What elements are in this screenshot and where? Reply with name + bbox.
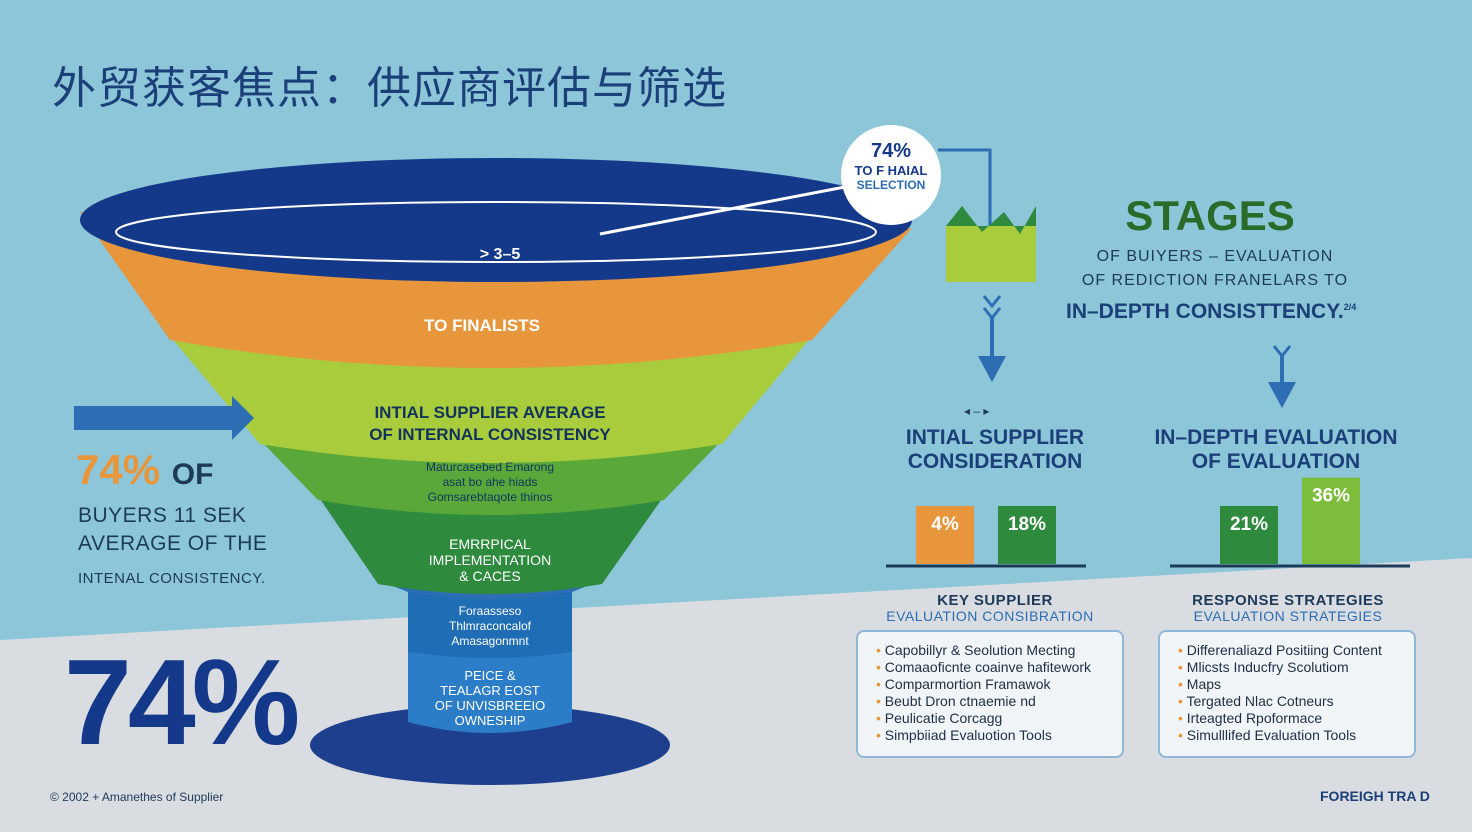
right-bar-1 xyxy=(1302,477,1360,564)
list-item: Mlicsts Inducfry Scolutiom xyxy=(1178,659,1396,676)
list-item: Peulicatie Corcagg xyxy=(876,710,1104,727)
left-bar-0 xyxy=(916,506,974,564)
funnel-band-darkblue xyxy=(378,580,602,599)
funnel-green-line3: & CACES xyxy=(459,568,521,584)
col-right-title: IN–DEPTH EVALUATION OF EVALUATION xyxy=(1150,426,1402,474)
funnel-orange-label: TO FINALISTS xyxy=(424,316,540,335)
left-bar-label-1: 18% xyxy=(1008,514,1046,535)
callout-text: 74% TO F HAIAL SELECTION xyxy=(841,140,941,192)
list-item: Differenaliazd Positiing Content xyxy=(1178,642,1396,659)
funnel-band-greenmid xyxy=(260,440,722,515)
funnel-bluemid-line2: Thlmraconcalof xyxy=(448,619,532,633)
funnel-lime-line2: OF INTERNAL CONSISTENCY xyxy=(369,425,611,444)
funnel-spout-mid xyxy=(408,590,572,658)
right-bar-label-1: 36% xyxy=(1312,486,1350,507)
col-right-title-line1: IN–DEPTH EVALUATION xyxy=(1154,426,1398,449)
funnel-bluemid-line3: Amasagonmnt xyxy=(451,634,529,648)
footer-text: © 2002 + Amanethes of Supplier xyxy=(50,790,224,804)
col-left-section-title: KEY SUPPLIER xyxy=(937,592,1053,609)
list-item: Simpbiiad Evaluotion Tools xyxy=(876,727,1104,744)
nav-arrows: ◂ – ▸ xyxy=(964,404,990,418)
left-bar-label-0: 4% xyxy=(931,514,959,535)
list-item: Tergated Nlac Cotneurs xyxy=(1178,693,1396,710)
down-arrow-left xyxy=(978,295,1006,382)
funnel-opening xyxy=(80,158,912,282)
funnel-green-line2: IMPLEMENTATION xyxy=(428,552,552,568)
funnel-bluelow-line3: OF UNVISBREEIO xyxy=(434,698,546,713)
down-arrow-right xyxy=(1268,345,1296,408)
funnel-band-lime xyxy=(170,336,812,463)
funnel-band-green xyxy=(318,496,664,594)
stages-line2: OF REDICTION FRANELARS TO xyxy=(1081,272,1349,289)
callout-percent: 74% xyxy=(870,140,912,162)
list-item: Maps xyxy=(1178,676,1396,693)
big-percent: 74% xyxy=(64,634,300,770)
col-left-list-box: Capobillyr & Seolution Mecting Comaaofic… xyxy=(856,630,1124,758)
funnel-bluelow-line4: OWNESHIP xyxy=(454,713,526,728)
funnel-greenmid-line2: asat bo ahe hiads xyxy=(442,475,538,489)
stages-title: STAGES xyxy=(1125,192,1295,239)
funnel-lime-line1: INTIAL SUPPLIER AVERAGE xyxy=(374,403,606,422)
funnel-spout-low xyxy=(408,650,572,733)
list-item: Beubt Dron ctnaemie nd xyxy=(876,693,1104,710)
left-arrow xyxy=(74,396,254,440)
funnel-greenmid-line3: Gomsarebtaqote thinos xyxy=(427,490,553,504)
brand-logo-text: FOREIGH TRA D xyxy=(1320,788,1430,804)
callout-circle xyxy=(841,125,941,225)
callout-bracket xyxy=(938,148,992,234)
col-right-section-title: RESPONSE STRATEGIES xyxy=(1192,592,1384,609)
col-right-list-box: Differenaliazd Positiing Content Mlicsts… xyxy=(1158,630,1416,758)
left-note-line1: BUYERS 11 SEK xyxy=(78,504,247,527)
list-item: Comparmortion Framawok xyxy=(876,676,1104,693)
callout-line2: SELECTION xyxy=(856,178,926,192)
callout-line1: TO F HAIAL xyxy=(854,163,928,178)
left-note-line3: INTENAL CONSISTENCY. xyxy=(78,570,266,587)
funnel-green-line1: EMRRPICAL xyxy=(449,536,531,552)
list-item: Comaaoficnte coainve hafitework xyxy=(876,659,1104,676)
list-item: Simulllifed Evaluation Tools xyxy=(1178,727,1396,744)
funnel-bluemid-label: Foraasseso Thlmraconcalof Amasagonmnt xyxy=(310,604,670,649)
left-bar-1 xyxy=(998,506,1056,564)
folder-icon-flap xyxy=(946,206,1036,234)
stages-line1: OF BUIYERS – EVALUATION xyxy=(1096,248,1334,265)
right-bar-label-0: 21% xyxy=(1230,514,1268,535)
funnel-rim-line xyxy=(115,201,877,263)
callout-pointer xyxy=(599,184,851,236)
funnel-lime-label: INTIAL SUPPLIER AVERAGE OF INTERNAL CONS… xyxy=(310,402,670,446)
col-left-title-line1: INTIAL SUPPLIER xyxy=(905,426,1085,449)
funnel-bluelow-line1: PEICE & xyxy=(464,668,516,683)
funnel-base xyxy=(310,705,670,785)
left-note-line2: AVERAGE OF THE xyxy=(78,532,268,555)
stages-superscript: 2/4 xyxy=(1343,302,1357,312)
funnel-greenmid-line1: Maturcasebed Emarong xyxy=(425,460,555,474)
left-percent-suffix: OF xyxy=(171,458,214,491)
list-item: Irteagted Rpoformace xyxy=(1178,710,1396,727)
left-percent: 74% OF xyxy=(76,446,213,494)
funnel-bluelow-line2: TEALAGR EOST xyxy=(440,683,540,698)
col-left-title-line2: CONSIDERATION xyxy=(907,450,1083,473)
list-item: Capobillyr & Seolution Mecting xyxy=(876,642,1104,659)
right-bar-0 xyxy=(1220,506,1278,564)
folder-icon xyxy=(946,226,1036,282)
funnel-green-label: EMRRPICAL IMPLEMENTATION & CACES xyxy=(310,536,670,584)
funnel-bluelow-label: PEICE & TEALAGR EOST OF UNVISBREEIO OWNE… xyxy=(310,668,670,728)
col-right-section-sub: EVALUATION STRATEGIES xyxy=(1193,608,1383,624)
funnel-bluemid-line1: Foraasseso xyxy=(458,604,522,618)
col-right-title-line2: OF EVALUATION xyxy=(1191,450,1361,473)
left-percent-value: 74% xyxy=(76,446,161,493)
funnel-top-label: > 3–5 xyxy=(479,246,521,263)
col-right-list: Differenaliazd Positiing Content Mlicsts… xyxy=(1178,642,1396,744)
col-left-section-sub: EVALUATION CONSIBRATION xyxy=(886,608,1094,624)
funnel-greenmid-label: Maturcasebed Emarong asat bo ahe hiads G… xyxy=(310,460,670,505)
page-title: 外贸获客焦点：供应商评估与筛选 xyxy=(52,63,727,114)
col-left-title: INTIAL SUPPLIER CONSIDERATION xyxy=(880,426,1110,474)
stages-line3: IN–DEPTH CONSISTTENCY.2/4 xyxy=(1066,300,1356,324)
stages-line3-text: IN–DEPTH CONSISTTENCY. xyxy=(1066,300,1344,323)
col-left-list: Capobillyr & Seolution Mecting Comaaofic… xyxy=(876,642,1104,744)
